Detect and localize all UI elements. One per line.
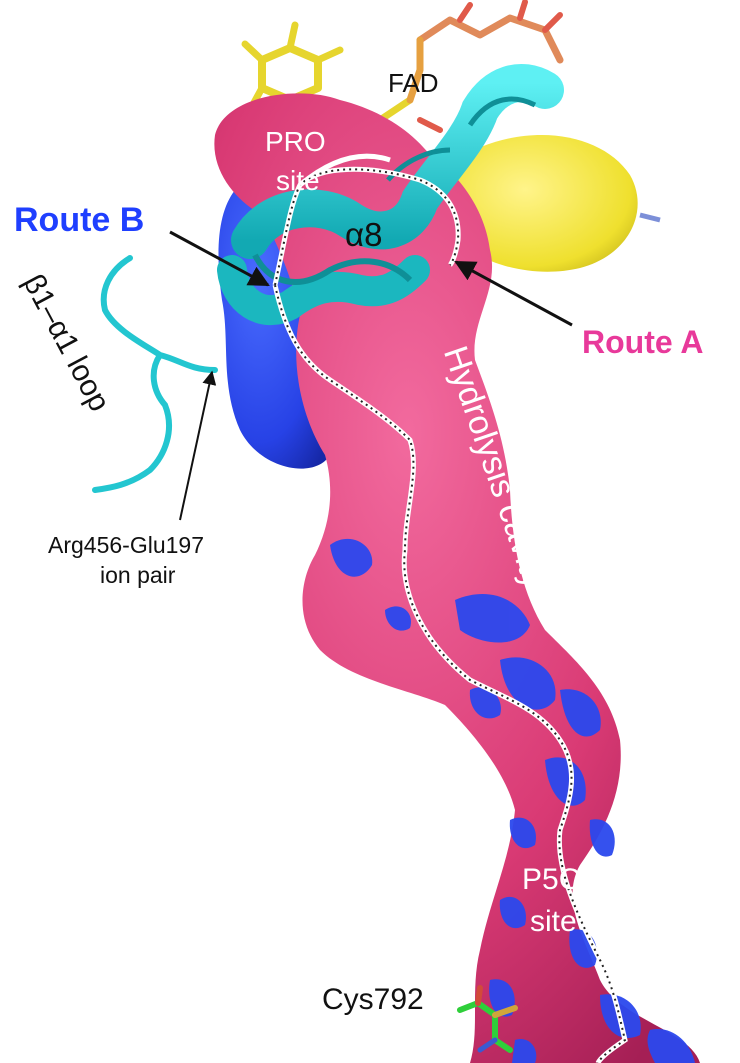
pro-site-label-line2: site	[276, 167, 320, 195]
route-b-label: Route B	[14, 203, 144, 237]
pro-site-label-line1: PRO	[265, 128, 326, 156]
beta1-alpha1-loop-trace	[95, 258, 215, 490]
alpha8-label: α8	[345, 218, 382, 251]
p5c-site-label-line1: P5C	[522, 865, 580, 895]
ion-pair-arrow	[180, 372, 212, 520]
fad-label: FAD	[388, 70, 439, 96]
p5c-site-label-line2: site	[530, 907, 577, 937]
route-a-label: Route A	[582, 326, 703, 358]
ion-pair-label-line2: ion pair	[100, 564, 175, 587]
cys792-label: Cys792	[322, 985, 424, 1015]
ion-pair-label-line1: Arg456-Glu197	[48, 534, 204, 557]
